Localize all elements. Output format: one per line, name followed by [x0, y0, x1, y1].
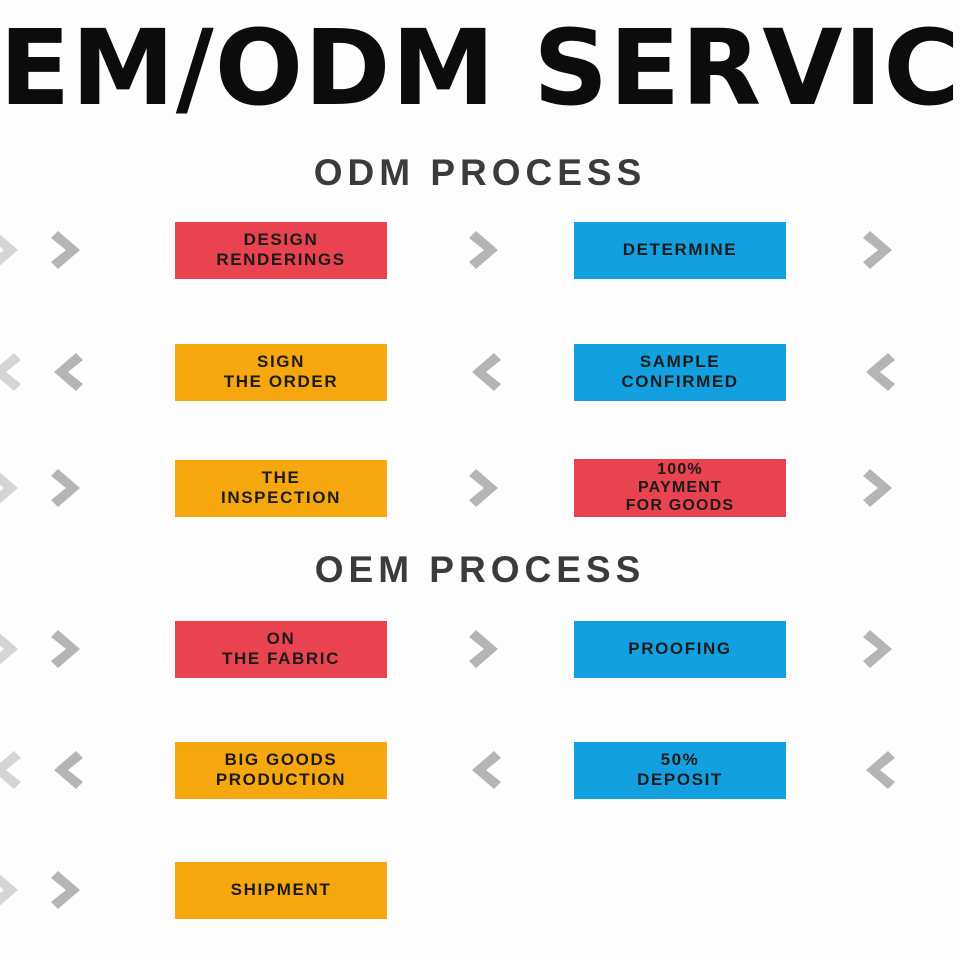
- process-box-line: CONFIRMED: [621, 372, 739, 391]
- chevron-right-icon: [0, 626, 22, 672]
- process-box-line: SAMPLE: [639, 352, 721, 371]
- chevron-right-icon: [50, 227, 84, 273]
- page-title: EM/ODM SERVIC: [0, 7, 960, 129]
- process-box-line: 100%: [657, 461, 703, 478]
- process-box[interactable]: PROOFING: [574, 620, 786, 678]
- process-box-line: ON: [266, 629, 296, 648]
- chevron-left-icon: [862, 747, 896, 793]
- process-box-line: DESIGN: [243, 230, 319, 249]
- process-box-line: PAYMENT: [638, 479, 722, 496]
- chevron-right-icon: [862, 227, 896, 273]
- process-box-line: DEPOSIT: [637, 770, 723, 789]
- process-box-line: BIG GOODS: [224, 750, 338, 769]
- section-heading-odm: ODM PROCESS: [313, 152, 647, 193]
- process-box-label: DETERMINE: [623, 240, 738, 260]
- process-box-label: PROOFING: [628, 639, 731, 659]
- chevron-left-icon: [0, 349, 22, 395]
- process-box[interactable]: DETERMINE: [574, 221, 786, 279]
- process-box-line: RENDERINGS: [216, 250, 346, 269]
- process-box-line: THE ORDER: [223, 372, 339, 391]
- process-box-line: FOR GOODS: [625, 497, 735, 514]
- chevron-left-icon: [468, 747, 502, 793]
- process-box[interactable]: SHIPMENT: [175, 861, 387, 919]
- banner: EM/ODM SERVIC: [0, 0, 960, 140]
- chevron-right-icon: [862, 626, 896, 672]
- chevron-left-icon: [0, 747, 22, 793]
- process-box-line: THE FABRIC: [222, 649, 340, 668]
- process-box-line: PRODUCTION: [215, 770, 347, 789]
- process-box-label: SHIPMENT: [231, 880, 332, 900]
- process-box-label: 50%DEPOSIT: [637, 750, 723, 790]
- process-box-line: THE: [261, 468, 301, 487]
- process-box-line: PROOFING: [628, 639, 732, 658]
- chevron-right-icon: [468, 227, 502, 273]
- process-box-line: SIGN: [257, 352, 305, 371]
- chevron-right-icon: [468, 465, 502, 511]
- chevron-right-icon: [50, 626, 84, 672]
- chevron-left-icon: [862, 349, 896, 395]
- process-box-line: DETERMINE: [622, 240, 738, 259]
- chevron-right-icon: [0, 867, 22, 913]
- chevron-right-icon: [50, 465, 84, 511]
- process-box-line: INSPECTION: [221, 488, 341, 507]
- chevron-left-icon: [50, 349, 84, 395]
- chevron-left-icon: [468, 349, 502, 395]
- chevron-right-icon: [50, 867, 84, 913]
- chevron-right-icon: [862, 465, 896, 511]
- process-box-line: 50%: [660, 750, 700, 769]
- section-heading-oem: OEM PROCESS: [314, 549, 646, 590]
- process-box[interactable]: 50%DEPOSIT: [574, 741, 786, 799]
- chevron-right-icon: [0, 227, 22, 273]
- chevron-left-icon: [50, 747, 84, 793]
- process-box-line: SHIPMENT: [230, 880, 332, 899]
- chevron-right-icon: [468, 626, 502, 672]
- chevron-right-icon: [0, 465, 22, 511]
